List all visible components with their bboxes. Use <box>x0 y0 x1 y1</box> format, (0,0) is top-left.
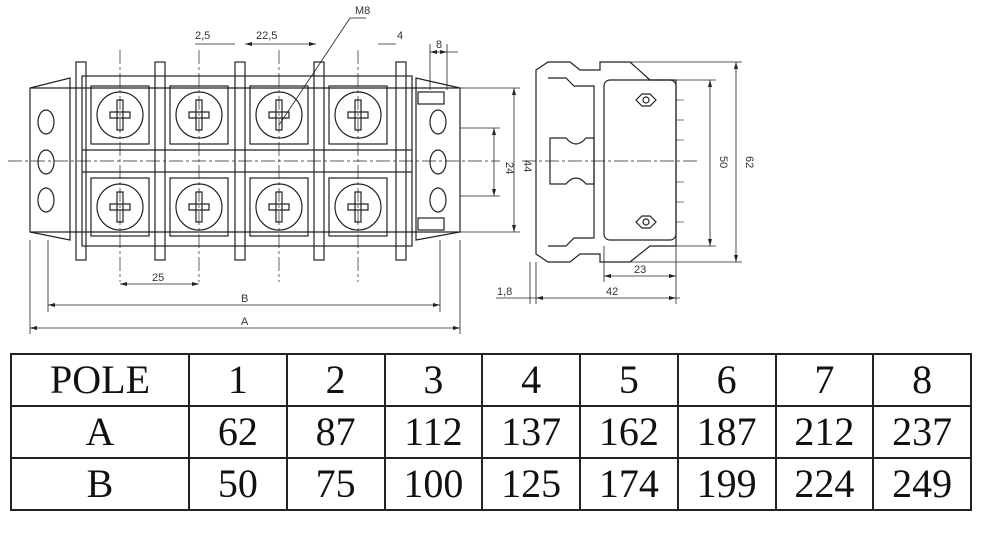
dimension-table: POLE 1 2 3 4 5 6 7 8 A 62 87 112 137 162… <box>10 353 972 511</box>
dim-22-5: 22,5 <box>256 30 277 42</box>
table-cell: 8 <box>872 353 972 407</box>
table-cell: 187 <box>676 405 777 459</box>
mounting-hole <box>37 109 55 135</box>
table-cell: 224 <box>774 457 875 511</box>
table-cell: 75 <box>285 457 386 511</box>
side-body-outline <box>535 61 677 263</box>
row-label: B <box>10 457 190 511</box>
side-terminal-plate <box>603 79 677 241</box>
mounting-hole <box>429 187 447 213</box>
table-row-b: B 50 75 100 125 174 199 224 249 <box>10 457 972 511</box>
dim-24: 24 <box>503 162 515 174</box>
table-cell: 7 <box>774 353 875 407</box>
dim-62: 62 <box>743 156 755 168</box>
terminal-block-drawing: M8 2,5 22,5 4 8 25 B A 24 44 50 62 23 1,… <box>8 5 755 334</box>
side-lug <box>417 217 445 231</box>
table-cell: 162 <box>579 405 679 459</box>
mounting-plate-outline-right <box>415 77 461 241</box>
mounting-hole <box>37 149 55 175</box>
table-cell: 199 <box>676 457 777 511</box>
table-row-a: A 62 87 112 137 162 187 212 237 <box>10 405 972 459</box>
row-label: POLE <box>10 353 190 407</box>
dim-50: 50 <box>717 156 729 168</box>
dim-42: 42 <box>606 286 618 298</box>
table-cell: 50 <box>188 457 288 511</box>
dim-23: 23 <box>634 264 646 276</box>
table-cell: 212 <box>774 405 875 459</box>
side-clamp-slot <box>549 137 595 185</box>
mounting-hole <box>37 187 55 213</box>
dim-44: 44 <box>521 160 533 172</box>
table-cell: 1 <box>188 353 288 407</box>
dim-4: 4 <box>397 30 403 42</box>
dim-8: 8 <box>436 39 442 51</box>
table-cell: 112 <box>383 405 484 459</box>
m8-callout: M8 <box>355 5 370 17</box>
table-cell: 2 <box>285 353 386 407</box>
dim-a: A <box>241 316 249 328</box>
mounting-hole <box>429 149 447 175</box>
nut-hole-icon <box>642 218 650 226</box>
nut-icon <box>635 215 657 229</box>
nut-hole-icon <box>642 96 650 104</box>
side-view <box>535 61 684 263</box>
table-row-pole: POLE 1 2 3 4 5 6 7 8 <box>10 353 972 407</box>
table-cell: 249 <box>872 457 972 511</box>
dim-25: 25 <box>152 272 164 284</box>
table-cell: 3 <box>383 353 484 407</box>
table-cell: 174 <box>579 457 679 511</box>
nut-icon <box>635 93 657 107</box>
side-inner-profile <box>548 77 595 247</box>
table-cell: 5 <box>579 353 679 407</box>
table-cell: 62 <box>188 405 288 459</box>
dim-2-5: 2,5 <box>195 30 210 42</box>
m8-leader <box>278 17 351 126</box>
mounting-plate-outline <box>29 77 71 241</box>
table-cell: 4 <box>481 353 581 407</box>
row-label: A <box>10 405 190 459</box>
table-cell: 87 <box>285 405 386 459</box>
table-cell: 125 <box>481 457 581 511</box>
table-cell: 137 <box>481 405 581 459</box>
table-cell: 237 <box>872 405 972 459</box>
dim-1-8: 1,8 <box>497 286 512 298</box>
table-cell: 100 <box>383 457 484 511</box>
table-cell: 6 <box>676 353 777 407</box>
side-lug <box>417 91 445 105</box>
dim-b: B <box>241 293 248 305</box>
mounting-hole <box>429 109 447 135</box>
